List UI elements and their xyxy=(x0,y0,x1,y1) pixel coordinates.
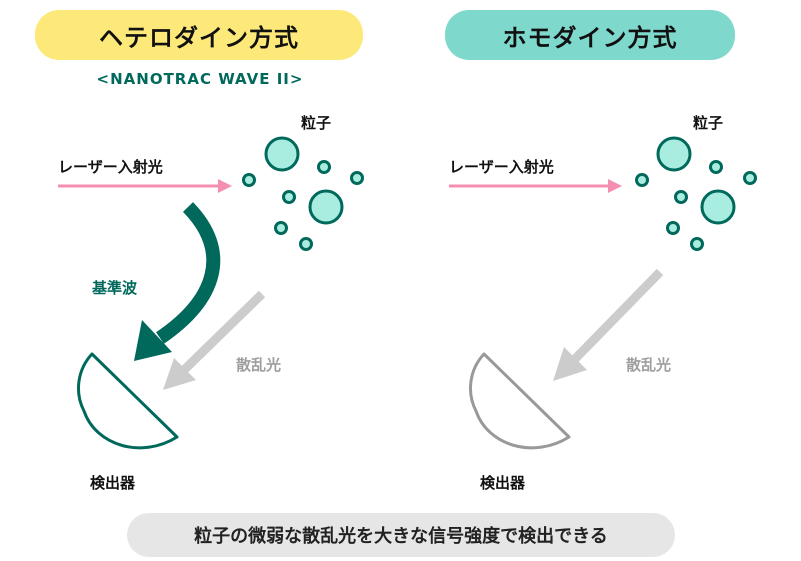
left-detector-label: 検出器 xyxy=(90,474,136,492)
left-scatter-arrow xyxy=(163,290,266,390)
right-particles xyxy=(635,136,757,251)
homodyne-title-text: ホモダイン方式 xyxy=(502,23,678,52)
particle-small xyxy=(350,171,364,185)
heterodyne-title-text: ヘテロダイン方式 xyxy=(99,23,299,52)
left-particles xyxy=(242,136,364,251)
particle-large xyxy=(308,189,344,225)
right-detector xyxy=(469,352,571,450)
footer-caption: 粒子の微弱な散乱光を大きな信号強度で検出できる xyxy=(127,513,675,557)
left-particles-label: 粒子 xyxy=(301,114,332,132)
particle-large xyxy=(700,189,736,225)
particle-small xyxy=(709,160,723,174)
left-detector xyxy=(77,352,179,450)
particle-small xyxy=(299,237,313,251)
right-scatter-label: 散乱光 xyxy=(626,356,672,374)
footer-caption-text: 粒子の微弱な散乱光を大きな信号強度で検出できる xyxy=(194,526,608,547)
right-laser-label: レーザー入射光 xyxy=(449,158,554,176)
particle-large xyxy=(656,136,692,172)
particle-small xyxy=(674,190,688,204)
particle-small xyxy=(317,160,331,174)
particle-small xyxy=(666,221,680,235)
left-laser-label: レーザー入射光 xyxy=(58,158,163,176)
particle-small xyxy=(274,221,288,235)
particle-small xyxy=(743,171,757,185)
right-scatter-arrow xyxy=(553,268,664,381)
left-laser-arrow xyxy=(58,179,232,193)
particle-small xyxy=(690,237,704,251)
right-laser-arrow xyxy=(449,179,622,193)
particle-small xyxy=(635,173,649,187)
particle-small xyxy=(282,190,296,204)
particle-small xyxy=(242,173,256,187)
reference-wave-arrow xyxy=(134,202,221,361)
homodyne-title: ホモダイン方式 xyxy=(445,10,735,60)
particle-large xyxy=(264,136,300,172)
heterodyne-subtitle: <NANOTRAC WAVE II> xyxy=(96,70,304,88)
right-detector-label: 検出器 xyxy=(480,474,526,492)
reference-wave-label: 基準波 xyxy=(92,279,138,297)
left-scatter-label: 散乱光 xyxy=(236,356,282,374)
right-particles-label: 粒子 xyxy=(693,114,724,132)
heterodyne-title: ヘテロダイン方式 xyxy=(35,10,363,60)
